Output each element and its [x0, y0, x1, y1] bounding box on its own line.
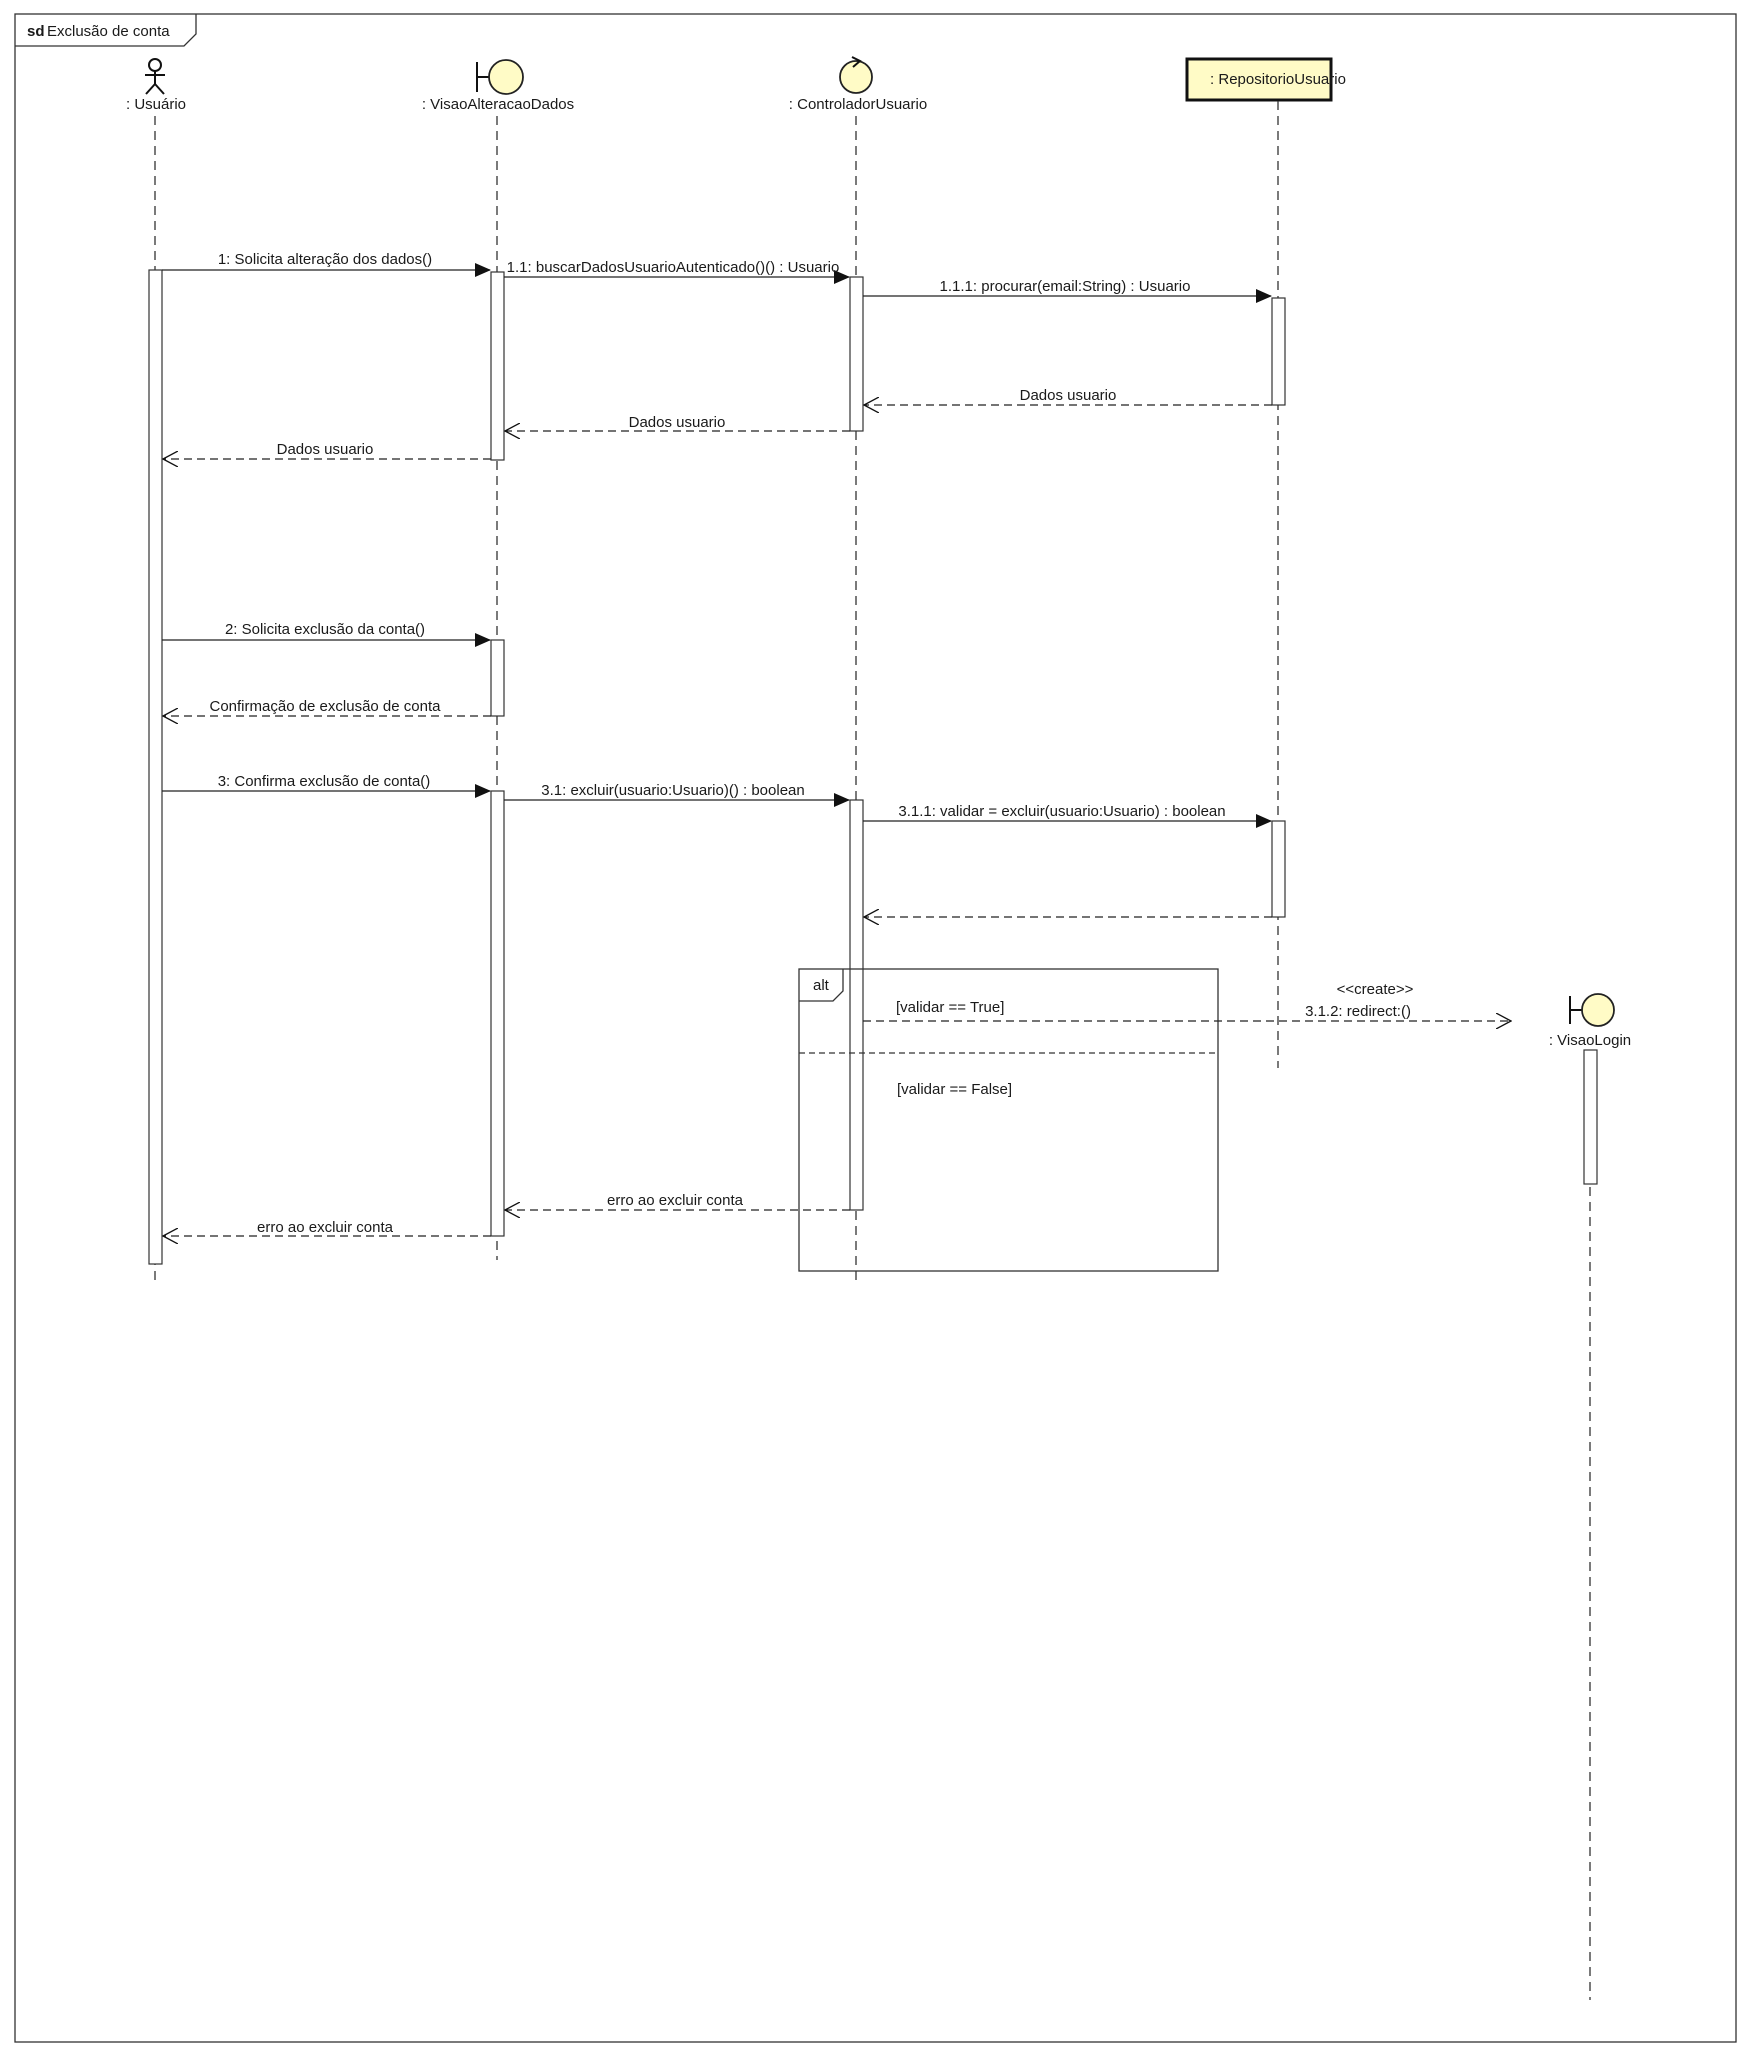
alt-fragment: alt [validar == True] [validar == False] — [798, 968, 1219, 1272]
control-icon — [839, 56, 873, 94]
activation-bar — [148, 269, 163, 1265]
frame-title: Exclusão de conta — [47, 23, 170, 40]
return-message: Dados usuario — [864, 387, 1272, 405]
message: 1.1.1: procurar(email:String) : Usuario — [863, 278, 1272, 303]
message-label: Dados usuario — [277, 441, 374, 458]
actor-icon — [145, 58, 165, 95]
message-label: 1.1: buscarDadosUsuarioAutenticado()() :… — [507, 259, 840, 276]
message: 1: Solicita alteração dos dados() — [162, 251, 491, 277]
activation-bar — [849, 799, 864, 1211]
lifeline-label-visao-login: : VisaoLogin — [1549, 1032, 1631, 1049]
lifeline-label-repositorio-usuario: : RepositorioUsuario — [1210, 71, 1346, 88]
return-message: Dados usuario — [505, 414, 850, 431]
message-label: erro ao excluir conta — [607, 1192, 744, 1209]
boundary-icon — [1569, 993, 1615, 1027]
message-label: 3.1: excluir(usuario:Usuario)() : boolea… — [541, 782, 804, 799]
return-message: erro ao excluir conta — [163, 1219, 491, 1236]
message-label: 1: Solicita alteração dos dados() — [218, 251, 432, 268]
return-message: erro ao excluir conta — [505, 1192, 850, 1210]
message: 2: Solicita exclusão da conta() — [162, 621, 491, 647]
activation-bar — [1583, 1049, 1598, 1185]
activation-bar — [490, 639, 505, 717]
message-label: 3: Confirma exclusão de conta() — [218, 773, 431, 790]
activation-bar — [1271, 297, 1286, 406]
return-message: Confirmação de exclusão de conta — [163, 698, 491, 716]
message-stereotype: <<create>> — [1337, 981, 1414, 998]
create-message: <<create>> 3.1.2: redirect:() — [863, 981, 1511, 1021]
class-box — [1185, 57, 1333, 102]
message-label: Dados usuario — [1020, 387, 1117, 404]
message: 3: Confirma exclusão de conta() — [162, 773, 491, 798]
fragment-operator: alt — [813, 977, 830, 994]
message: 1.1: buscarDadosUsuarioAutenticado()() :… — [504, 259, 850, 284]
lifeline-head-usuario[interactable]: : Usuário — [126, 58, 186, 113]
message-label: 1.1.1: procurar(email:String) : Usuario — [940, 278, 1191, 295]
message-label: erro ao excluir conta — [257, 1219, 394, 1236]
message: 3.1.1: validar = excluir(usuario:Usuario… — [863, 803, 1272, 828]
guard-condition: [validar == False] — [897, 1081, 1012, 1098]
message-label: Dados usuario — [629, 414, 726, 431]
guard-condition: [validar == True] — [896, 999, 1004, 1016]
lifeline-label-visao-alteracao-dados: : VisaoAlteracaoDados — [422, 96, 574, 113]
lifeline-label-usuario: : Usuário — [126, 96, 186, 113]
lifeline-head-controlador-usuario[interactable]: : ControladorUsuario — [789, 56, 927, 113]
activation-bar — [849, 276, 864, 432]
return-message: Dados usuario — [163, 441, 491, 459]
activation-bar — [490, 790, 505, 1237]
message-label: Confirmação de exclusão de conta — [210, 698, 442, 715]
activation-bar — [1271, 820, 1286, 918]
lifeline-head-repositorio-usuario[interactable]: : RepositorioUsuario — [1185, 57, 1346, 102]
lifeline-head-visao-alteracao-dados[interactable]: : VisaoAlteracaoDados — [422, 59, 574, 113]
message: 3.1: excluir(usuario:Usuario)() : boolea… — [504, 782, 850, 807]
lifeline-head-visao-login[interactable]: : VisaoLogin — [1549, 993, 1631, 1049]
boundary-icon — [476, 59, 524, 95]
message-label: 2: Solicita exclusão da conta() — [225, 621, 425, 638]
message-label: 3.1.1: validar = excluir(usuario:Usuario… — [898, 803, 1225, 820]
lifeline-label-controlador-usuario: : ControladorUsuario — [789, 96, 927, 113]
frame-keyword: sd — [27, 23, 45, 40]
diagram-frame: sd Exclusão de conta — [14, 13, 1737, 2043]
message-label: 3.1.2: redirect:() — [1305, 1003, 1411, 1020]
activation-bar — [490, 271, 505, 461]
